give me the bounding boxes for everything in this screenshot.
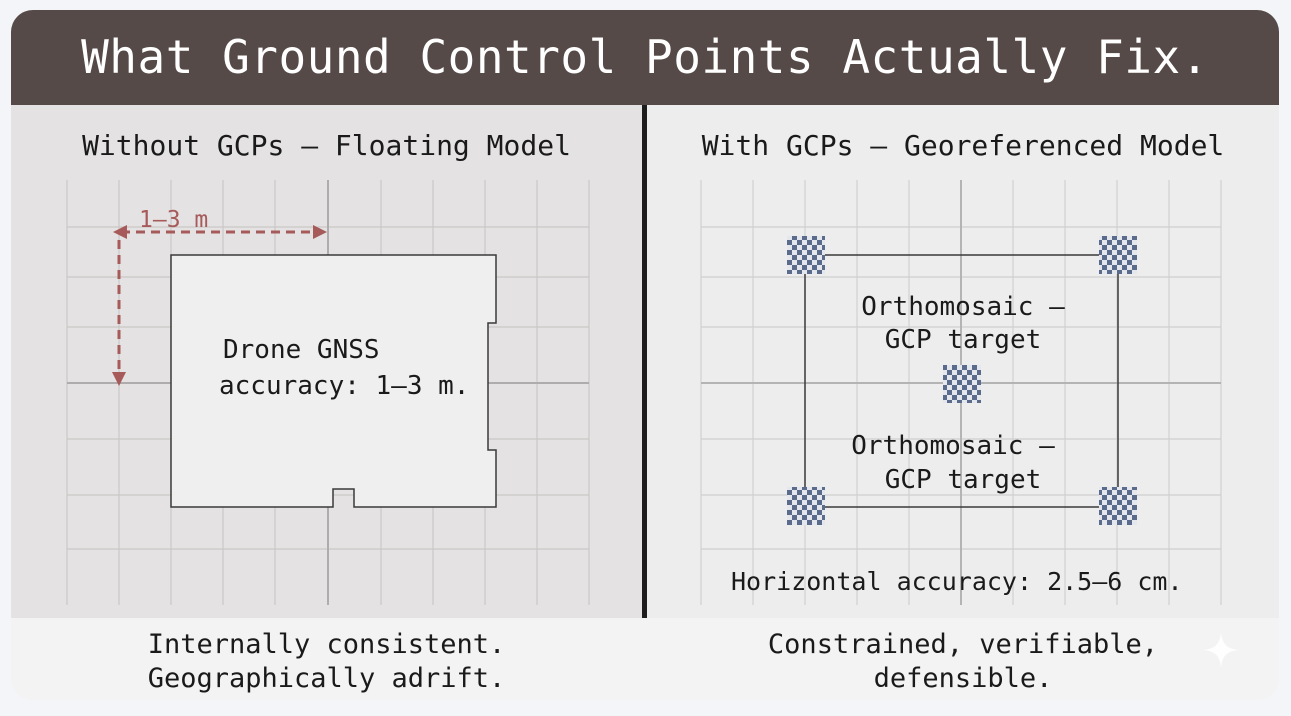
grid-background-left	[66, 180, 590, 605]
sparkle-icon	[1203, 632, 1239, 668]
arrow-head-left	[113, 225, 127, 239]
grid-background-right	[700, 180, 1222, 605]
offset-label: 1–3 m	[139, 207, 209, 233]
offset-arrows	[117, 230, 315, 373]
panel-with-gcps: With GCPs — Georeferenced Model Orthomos…	[647, 105, 1279, 618]
target-label-1-line1: Orthomosaic –	[861, 292, 1065, 322]
panel-title-left: Without GCPs — Floating Model	[82, 129, 571, 162]
panel-divider	[642, 105, 647, 618]
footer-left: Internally consistent. Geographically ad…	[11, 618, 642, 700]
georeferenced-model-outline	[804, 254, 1119, 508]
footer-right: Constrained, verifiable, defensible.	[647, 618, 1279, 700]
target-label-2-line1: Orthomosaic –	[851, 431, 1055, 461]
footer-left-line1: Internally consistent.	[147, 629, 506, 660]
arrow-head-down	[112, 372, 126, 386]
target-label-1-line2: GCP target	[884, 325, 1042, 355]
panel-without-gcps: Without GCPs — Floating Model 1–3 m Dron…	[11, 105, 642, 618]
page-title: What Ground Control Points Actually Fix.	[11, 10, 1279, 105]
gnss-label-line2: accuracy: 1–3 m.	[219, 371, 470, 401]
footer-right-line1: Constrained, verifiable,	[767, 629, 1159, 660]
footer-right-line2: defensible.	[873, 663, 1053, 694]
panel-title-right: With GCPs — Georeferenced Model	[701, 129, 1225, 162]
floating-model-outline	[170, 254, 497, 508]
gcp-target-bottom-right	[1099, 487, 1137, 525]
gcp-target-top-right	[1099, 236, 1137, 274]
gnss-label-line1: Drone GNSS	[223, 335, 380, 365]
gcp-target-bottom-left	[787, 487, 825, 525]
arrow-head-right	[313, 225, 327, 239]
target-label-2-line2: GCP target	[884, 465, 1042, 495]
footer-left-line2: Geographically adrift.	[147, 663, 506, 694]
gcp-target-top-left	[787, 236, 825, 274]
accuracy-label: Horizontal accuracy: 2.5–6 cm.	[731, 567, 1183, 596]
diagram-card: What Ground Control Points Actually Fix.	[11, 10, 1279, 700]
gcp-target-center	[943, 365, 981, 403]
